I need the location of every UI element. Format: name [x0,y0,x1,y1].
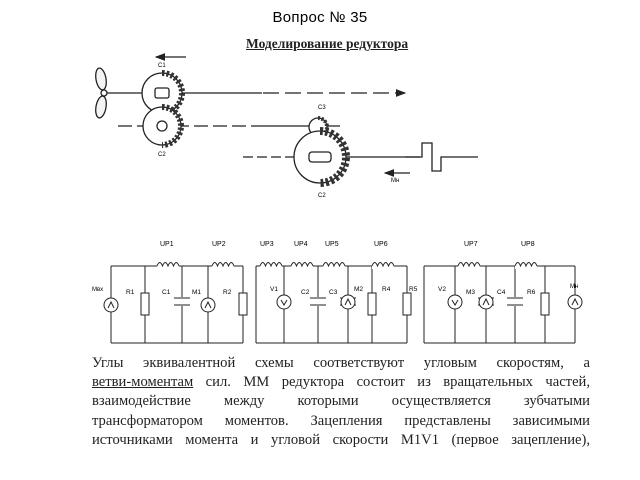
label-up3: UP3 [260,241,274,248]
label-r6: R6 [527,289,536,296]
text-line-1: Углы эквивалентной схемы соответствуют у… [92,355,590,371]
mechanism-sketch [95,53,478,187]
text-line-2-underlined: ветви-моментам [92,374,194,391]
propeller-icon [95,67,108,119]
label-r4: R4 [382,286,391,293]
transformer-coils [156,260,538,269]
label-up2: UP2 [212,241,226,248]
slide-title: Вопрос № 35 [272,9,368,26]
label-up6: UP6 [374,241,388,248]
label-r1: R1 [126,289,135,296]
label-up5: UP5 [325,241,339,248]
label-up7: UP7 [464,241,478,248]
explanation-paragraph: Углы эквивалентной схемы соответствуют у… [92,354,590,450]
label-up1: UP1 [160,241,174,248]
document-heading: Моделирование редуктора [246,36,409,51]
label-r5: R5 [409,286,418,293]
label-m1: M1 [192,289,201,296]
label-r2: R2 [223,289,232,296]
text-line-4: трансформатором моментов. Зацепления пре… [92,412,590,429]
sources [103,294,583,313]
resistors [140,292,550,316]
gear-c2-right [293,127,350,187]
gear-label-c2-left: C2 [158,152,166,158]
gear-label-c3: C3 [318,105,326,111]
label-c3: C3 [329,289,338,296]
label-up4: UP4 [294,241,308,248]
label-up8: UP8 [521,241,535,248]
text-line-2: ветви-моментам сил. ММ редуктора состоит… [92,373,590,392]
gear-label-c1: C1 [158,63,166,69]
label-m-load: Mн [570,284,578,290]
torque-label: Mн [391,178,399,184]
text-line-5: источниками момента и угловой скорости M… [92,431,590,448]
label-c2: C2 [301,289,310,296]
equivalent-circuit [103,260,583,344]
label-v1: V1 [270,286,278,293]
label-m3: M3 [466,289,475,296]
label-c1: C1 [162,289,171,296]
text-line-3: взаимодействие между которыми осуществля… [92,393,590,410]
label-c4: C4 [497,289,506,296]
gear-c2-left [142,104,184,148]
label-v2: V2 [438,286,446,293]
gear-label-c2-right: C2 [318,193,326,199]
label-m2: M2 [354,286,363,293]
text-line-2-rest: сил. ММ редуктора состоит из вращательны… [193,374,590,391]
label-m-in: Mвх [92,287,103,293]
